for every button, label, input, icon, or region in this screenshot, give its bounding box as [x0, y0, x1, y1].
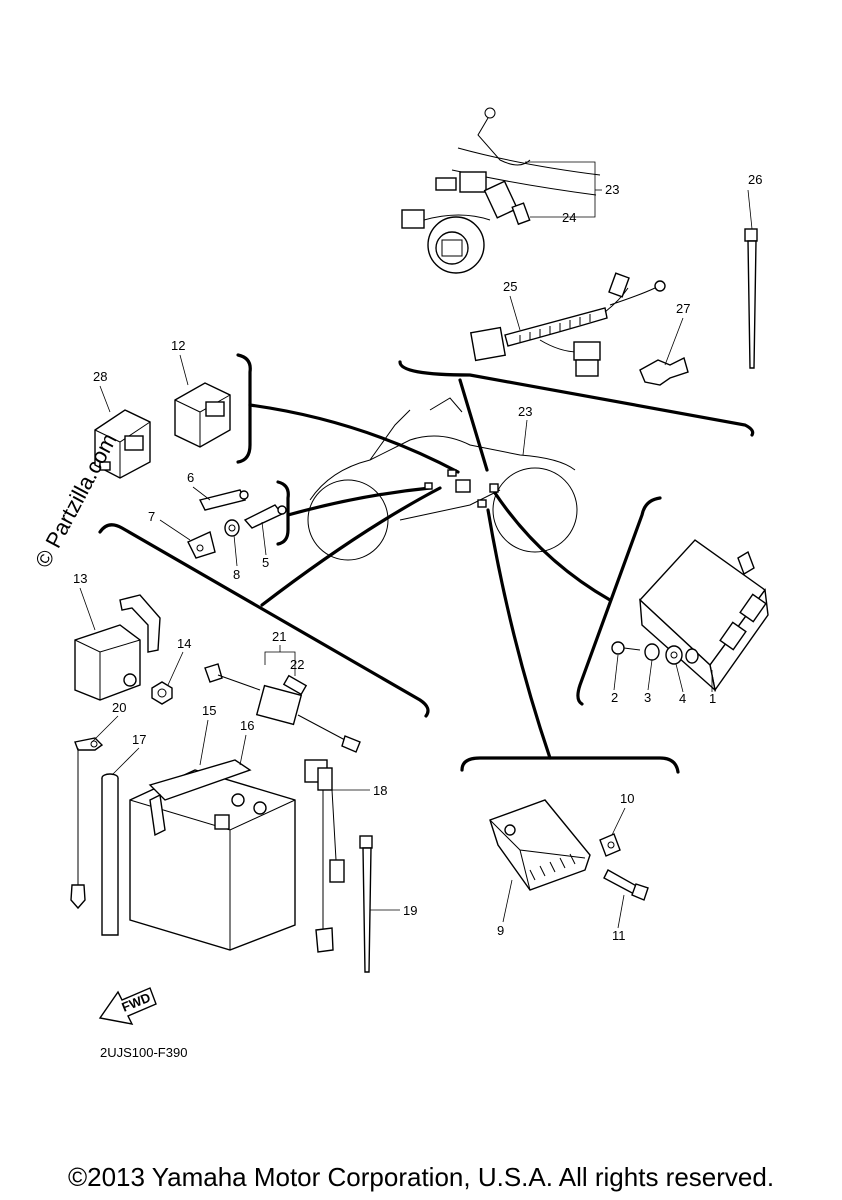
callout-26: 26 — [748, 172, 762, 187]
callout-17: 17 — [132, 732, 146, 747]
callout-14: 14 — [177, 636, 191, 651]
callout-5: 5 — [262, 555, 269, 570]
nut-part — [151, 681, 173, 705]
fitting-parts — [187, 489, 287, 559]
callout-25: 25 — [503, 279, 517, 294]
callout-2: 2 — [611, 690, 618, 705]
callout-9: 9 — [497, 923, 504, 938]
callout-3: 3 — [644, 690, 651, 705]
sub-harness-part — [469, 272, 666, 377]
diagram-code: 2UJS100-F390 — [100, 1045, 188, 1060]
fwd-arrow: FWD — [98, 987, 157, 1025]
callout-23-top: 23 — [605, 182, 619, 197]
callout-15: 15 — [202, 703, 216, 718]
callout-6: 6 — [187, 470, 194, 485]
relay-part-28 — [94, 409, 151, 479]
tube-part — [101, 773, 119, 936]
callout-21: 21 — [272, 629, 286, 644]
leader-lines — [98, 353, 755, 774]
callout-16: 16 — [240, 718, 254, 733]
ground-lead-part — [70, 737, 104, 910]
callout-18: 18 — [373, 783, 387, 798]
callout-1: 1 — [709, 691, 716, 706]
callout-13: 13 — [73, 571, 87, 586]
sensor-wire-part — [304, 759, 370, 953]
callout-24: 24 — [562, 210, 576, 225]
callout-10: 10 — [620, 791, 634, 806]
callout-leaders — [79, 189, 753, 929]
callout-8: 8 — [233, 567, 240, 582]
callout-11: 11 — [612, 928, 626, 943]
battery-part — [129, 759, 296, 951]
callout-28: 28 — [93, 369, 107, 384]
ecu-part — [611, 539, 769, 692]
callout-22: 22 — [290, 657, 304, 672]
callout-23-center: 23 — [518, 404, 532, 419]
callout-20: 20 — [112, 700, 126, 715]
callout-7: 7 — [148, 509, 155, 524]
cable-tie-part-19 — [359, 835, 400, 973]
callout-4: 4 — [679, 691, 686, 706]
callout-12: 12 — [171, 338, 185, 353]
callout-labels: 1 2 3 4 5 6 7 8 9 10 11 12 13 14 15 16 1… — [73, 172, 762, 943]
callout-27: 27 — [676, 301, 690, 316]
main-harness-part — [401, 107, 602, 274]
cable-tie-part — [744, 228, 758, 369]
copyright-notice: ©2013 Yamaha Motor Corporation, U.S.A. A… — [67, 1162, 775, 1192]
starter-relay-part — [74, 594, 161, 701]
callout-19: 19 — [403, 903, 417, 918]
rectifier-part — [489, 799, 649, 901]
motorcycle-outline — [307, 397, 578, 561]
sensor-part — [204, 645, 361, 753]
relay-part — [174, 382, 231, 448]
clamp-part — [639, 356, 689, 386]
